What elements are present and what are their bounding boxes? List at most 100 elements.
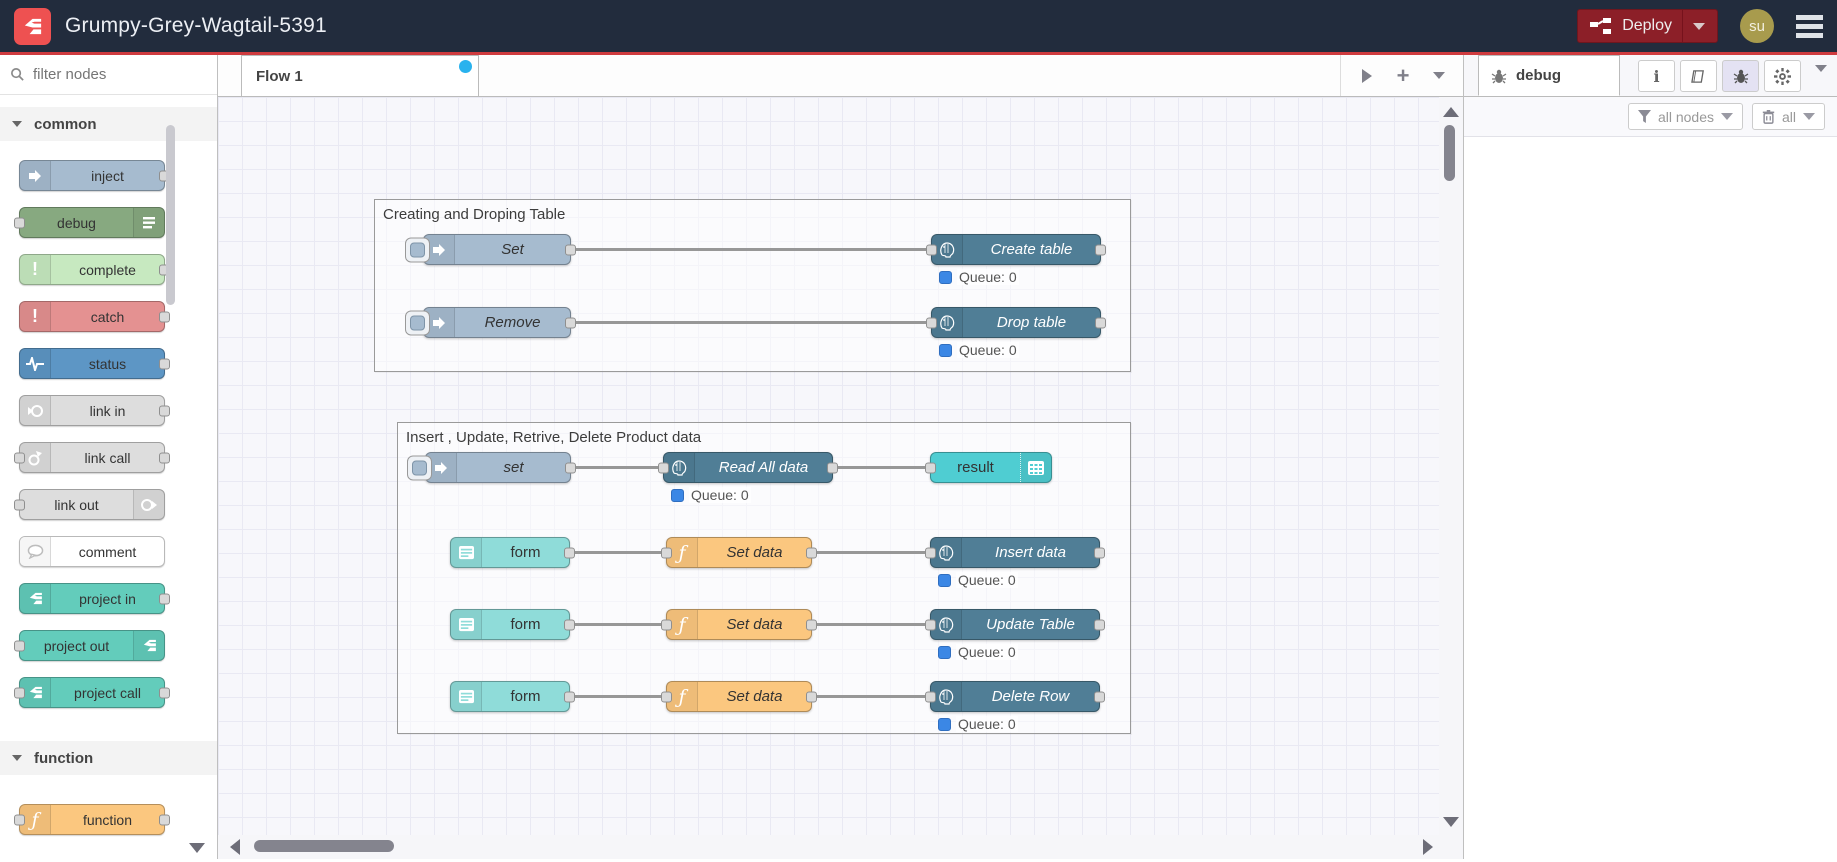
chevron-down-icon: [1803, 113, 1815, 120]
deploy-icon: [1590, 18, 1612, 34]
deploy-button[interactable]: Deploy: [1577, 9, 1718, 43]
flow-list-button[interactable]: [1423, 61, 1455, 91]
scroll-down-icon: [1443, 817, 1459, 827]
scroll-tabs-right-button[interactable]: [1351, 61, 1383, 91]
exclamation-icon: !: [20, 302, 51, 331]
inject-button[interactable]: [405, 310, 430, 335]
node-inject-set2[interactable]: set: [407, 452, 576, 483]
palette-node-inject[interactable]: inject: [19, 160, 170, 191]
chevron-down-icon: [1720, 113, 1733, 120]
debug-filter-button[interactable]: all nodes: [1627, 103, 1743, 130]
node-postgres-drop-table[interactable]: Drop table: [926, 307, 1106, 338]
tab-debug[interactable]: debug: [1478, 55, 1620, 96]
flowfuse-logo-icon: [14, 7, 51, 45]
node-status: Queue: 0: [938, 716, 1018, 732]
node-postgres-create-table[interactable]: Create table: [926, 234, 1106, 265]
canvas-vertical-scrollbar[interactable]: [1439, 97, 1463, 859]
bug-icon: [1733, 69, 1748, 84]
form-icon: [451, 610, 482, 639]
postgresql-icon: [931, 682, 962, 711]
node-function-set-data-3[interactable]: ƒ Set data: [661, 681, 817, 712]
unsaved-changes-dot: [459, 60, 472, 73]
exclamation-icon: !: [20, 255, 51, 284]
node-postgres-delete-row[interactable]: Delete Row: [925, 681, 1105, 712]
tab-flow-1[interactable]: Flow 1: [241, 55, 479, 96]
node-function-set-data-2[interactable]: ƒ Set data: [661, 609, 817, 640]
node-inject-remove[interactable]: Remove: [405, 307, 576, 338]
node-postgres-update-table[interactable]: Update Table: [925, 609, 1105, 640]
chevron-down-icon: [12, 121, 22, 127]
filter-funnel-icon: [1637, 110, 1651, 123]
node-status: Queue: 0: [938, 572, 1018, 588]
postgresql-icon: [664, 453, 695, 482]
sidebar-options-button[interactable]: [1815, 65, 1827, 90]
deploy-label: Deploy: [1622, 17, 1672, 34]
function-icon: ƒ: [667, 538, 698, 567]
postgresql-icon: [932, 235, 963, 264]
palette-node-debug[interactable]: debug: [14, 207, 165, 238]
palette-node-status[interactable]: status: [19, 348, 170, 379]
form-icon: [451, 538, 482, 567]
info-icon: i: [1653, 66, 1660, 86]
palette-node-link-out[interactable]: link out: [14, 489, 165, 520]
node-form-3[interactable]: form: [450, 681, 575, 712]
palette-category-function[interactable]: function: [0, 741, 217, 775]
link-icon: [20, 396, 51, 425]
project-icon: [20, 584, 51, 613]
filter-nodes-input[interactable]: [33, 66, 173, 83]
main-menu-icon[interactable]: [1796, 14, 1823, 38]
status-dot-icon: [938, 645, 951, 659]
node-function-set-data-1[interactable]: ƒ Set data: [661, 537, 817, 568]
palette-category-common[interactable]: common: [0, 107, 217, 141]
debug-toolbar: all nodes all: [1464, 97, 1837, 137]
add-flow-button[interactable]: +: [1396, 62, 1410, 88]
header: Grumpy-Grey-Wagtail-5391 Deploy su: [0, 0, 1837, 55]
node-form-2[interactable]: form: [450, 609, 575, 640]
flow-canvas[interactable]: Creating and Droping Table Set Create ta…: [218, 97, 1463, 859]
help-tab-button[interactable]: [1680, 60, 1717, 92]
postgresql-icon: [932, 308, 963, 337]
book-icon: [1691, 69, 1704, 83]
palette-node-link-in[interactable]: link in: [19, 395, 170, 426]
inject-button[interactable]: [407, 455, 432, 480]
status-dot-icon: [671, 488, 684, 502]
inject-icon: [20, 161, 51, 190]
palette-node-comment[interactable]: comment: [19, 536, 165, 567]
node-postgres-read-all[interactable]: Read All data: [658, 452, 838, 483]
palette-node-function[interactable]: ƒ function: [14, 804, 170, 835]
scroll-right-icon: [1423, 839, 1433, 855]
right-sidebar: debug i: [1463, 55, 1837, 859]
palette-node-complete[interactable]: ! complete: [19, 254, 170, 285]
status-dot-icon: [938, 717, 951, 731]
user-avatar[interactable]: su: [1740, 9, 1774, 43]
bug-icon: [1491, 69, 1507, 83]
node-form-1[interactable]: form: [450, 537, 575, 568]
info-tab-button[interactable]: i: [1638, 60, 1675, 92]
postgresql-icon: [931, 610, 962, 639]
vertical-scroll-thumb: [1444, 125, 1455, 181]
palette-node-project-in[interactable]: project in: [19, 583, 170, 614]
node-table-result[interactable]: result: [925, 452, 1052, 483]
debug-clear-button[interactable]: all: [1751, 103, 1825, 130]
canvas-horizontal-scrollbar[interactable]: [218, 835, 1463, 859]
node-inject-set[interactable]: Set: [405, 234, 576, 265]
deploy-options-button[interactable]: [1682, 10, 1705, 42]
project-icon: [133, 631, 164, 660]
inject-button[interactable]: [405, 237, 430, 262]
scroll-up-icon: [1443, 107, 1459, 117]
palette-node-link-call[interactable]: link call: [14, 442, 170, 473]
palette-node-catch[interactable]: ! catch: [19, 301, 170, 332]
palette-scroll-down-icon[interactable]: [189, 843, 205, 853]
config-tab-button[interactable]: [1764, 60, 1801, 92]
palette-node-project-out[interactable]: project out: [14, 630, 165, 661]
node-postgres-insert-data[interactable]: Insert data: [925, 537, 1105, 568]
node-status: Queue: 0: [939, 269, 1019, 285]
trash-icon: [1762, 109, 1775, 124]
debug-tab-button[interactable]: [1722, 60, 1759, 92]
status-dot-icon: [939, 343, 952, 357]
palette-node-project-call[interactable]: project call: [14, 677, 170, 708]
palette-scrollbar[interactable]: [166, 125, 175, 305]
scroll-left-icon: [230, 839, 240, 855]
gear-icon: [1774, 67, 1791, 85]
link-icon: [133, 490, 164, 519]
